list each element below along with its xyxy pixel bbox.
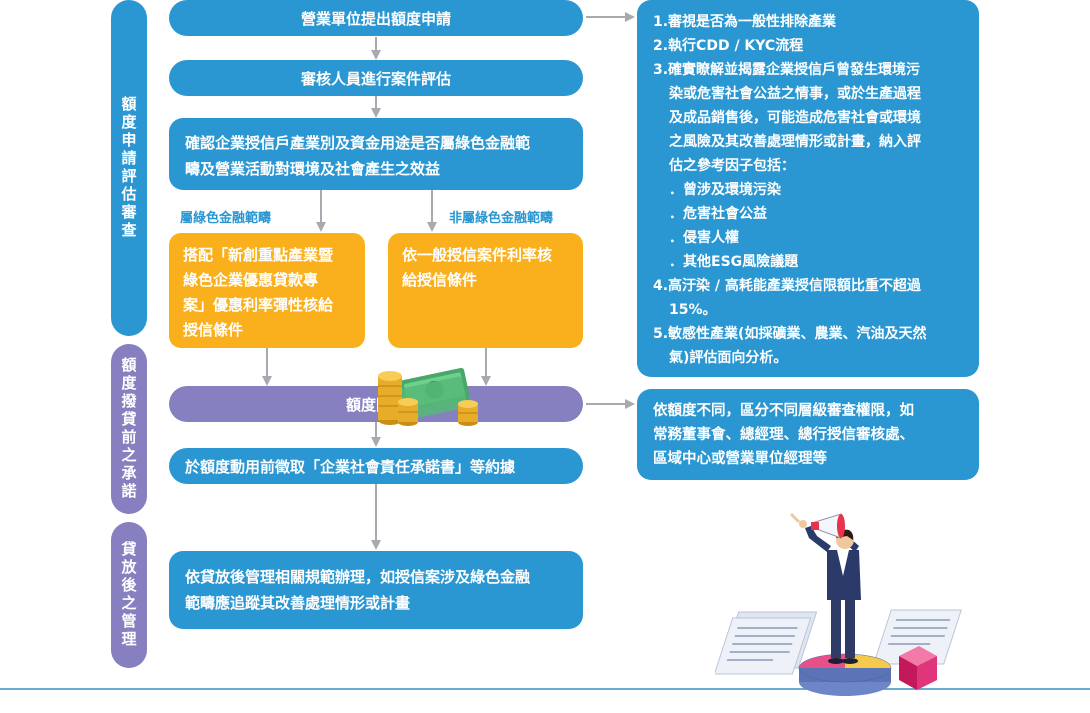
- criteria-item-3-line3: 及成品銷售後，可能造成危害社會或環境: [669, 110, 921, 126]
- step-confirm-line2: 疇及營業活動對環境及社會產生之效益: [185, 160, 441, 178]
- phase-post-loan-label: 貸放後之管理: [119, 541, 138, 649]
- criteria-factor-4: ．其他ESG風險議題: [669, 254, 799, 270]
- criteria-item-5-line2: 氣)評估面向分析。: [669, 350, 788, 366]
- criteria-factor-2: ．危害社會公益: [669, 206, 767, 222]
- criteria-item-3-line1: 3.確實瞭解並揭露企業授信戶曾發生環境污: [653, 62, 921, 78]
- criteria-item-5-line1: 5.敏感性產業(如採礦業、農業、汽油及天然: [653, 326, 927, 342]
- green-terms-line1: 搭配「新創重點產業暨: [183, 246, 334, 264]
- step-post-loan: 依貸放後管理相關規範辦理，如授信案涉及綠色金融 範疇應追蹤其改善處理情形或計畫: [169, 551, 583, 629]
- nongreen-terms-line2: 給授信條件: [402, 271, 478, 289]
- step-confirm-line1: 確認企業授信戶產業別及資金用途是否屬綠色金融範: [185, 134, 531, 152]
- criteria-item-3-line5: 估之參考因子包括：: [669, 158, 795, 174]
- criteria-item-4-line2: 15%。: [669, 302, 717, 318]
- phase-commitment: 額度撥貸前之承諾: [111, 344, 147, 514]
- criteria-factor-1: ．曾涉及環境污染: [669, 182, 781, 198]
- criteria-item-4-line1: 4.高汙染 / 高耗能產業授信限額比重不超過: [653, 278, 921, 294]
- box-nongreen-terms: 依一般授信案件利率核 給授信條件: [388, 233, 583, 348]
- post-loan-line1: 依貸放後管理相關規範辦理，如授信案涉及綠色金融: [185, 568, 531, 586]
- green-terms-line4: 授信條件: [183, 321, 244, 339]
- branch-nongreen-label: 非屬綠色金融範疇: [449, 211, 554, 226]
- authority-line3: 區域中心或營業單位經理等: [653, 451, 827, 467]
- criteria-item-3-line2: 染或危害社會公益之情事，或於生產過程: [669, 86, 921, 102]
- phase-commitment-label: 額度撥貸前之承諾: [119, 357, 138, 501]
- criteria-item-1: 1.審視是否為一般性排除產業: [653, 14, 837, 30]
- post-loan-line2: 範疇應追蹤其改善處理情形或計畫: [185, 594, 411, 612]
- branch-green-label: 屬綠色金融範疇: [180, 211, 272, 226]
- review-criteria-panel: 1.審視是否為一般性排除產業 2.執行CDD / KYC流程 3.確實瞭解並揭露…: [637, 0, 979, 377]
- criteria-item-3-line4: 之風險及其改善處理情形或計畫，納入評: [669, 134, 921, 150]
- step-confirm-industry: 確認企業授信戶產業別及資金用途是否屬綠色金融範 疇及營業活動對環境及社會產生之效…: [169, 118, 583, 190]
- criteria-factor-3: ．侵害人權: [669, 230, 739, 246]
- step-limit: 額度限定: [169, 386, 583, 422]
- step-commitment-doc: 於額度動用前徵取「企業社會責任承諾書」等約據: [169, 448, 583, 484]
- businessman-megaphone-illustration: [715, 512, 962, 696]
- phase-evaluation-label: 額度申請評估審查: [119, 96, 138, 240]
- criteria-item-2: 2.執行CDD / KYC流程: [653, 38, 804, 54]
- approval-authority-panel: 依額度不同，區分不同層級審查權限，如 常務董事會、總經理、總行授信審核處、 區域…: [637, 389, 979, 480]
- green-terms-line2: 綠色企業優惠貸款專: [183, 271, 319, 289]
- step-review: 審核人員進行案件評估: [169, 60, 583, 96]
- green-terms-line3: 案」優惠利率彈性核給: [183, 296, 334, 314]
- authority-line1: 依額度不同，區分不同層級審查權限，如: [653, 403, 914, 419]
- nongreen-terms-line1: 依一般授信案件利率核: [402, 246, 553, 264]
- box-green-terms: 搭配「新創重點產業暨 綠色企業優惠貸款專 案」優惠利率彈性核給 授信條件: [169, 233, 365, 348]
- money-stack-icon: [378, 367, 478, 426]
- phase-evaluation: 額度申請評估審查: [111, 0, 147, 336]
- authority-line2: 常務董事會、總經理、總行授信審核處、: [653, 427, 914, 443]
- step-apply: 營業單位提出額度申請: [169, 0, 583, 36]
- phase-post-loan: 貸放後之管理: [111, 522, 147, 668]
